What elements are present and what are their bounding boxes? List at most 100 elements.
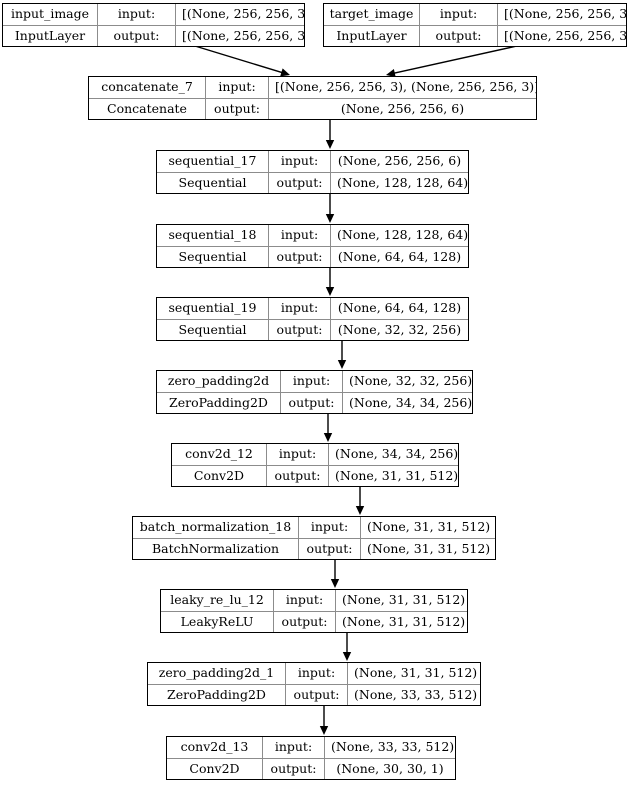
layer-class: Sequential (157, 172, 269, 193)
layer-class: ZeroPadding2D (157, 392, 281, 413)
input-label: input: (274, 590, 336, 611)
input-label: input: (269, 298, 331, 319)
output-label: output: (269, 319, 331, 340)
input-label: input: (267, 444, 329, 465)
edge-input_image-to-concatenate_7 (194, 45, 290, 77)
output-shape: (None, 128, 128, 64) (337, 174, 469, 190)
input-shape: (None, 128, 128, 64) (337, 227, 469, 242)
edge-sequential_18-to-sequential_19 (325, 268, 335, 296)
output-shape: (None, 31, 31, 512) (342, 613, 466, 629)
output-label: output: (286, 684, 348, 705)
layer-name: zero_padding2d_1 (148, 663, 286, 684)
layer-class: Conv2D (167, 758, 263, 779)
output-label: output: (420, 25, 498, 46)
input-label: input: (263, 737, 325, 758)
input-label: input: (206, 77, 269, 98)
layer-class: Sequential (157, 319, 269, 340)
input-shape: (None, 31, 31, 512) (342, 592, 466, 607)
input-label: input: (269, 225, 331, 246)
input-shape: (None, 34, 34, 256) (335, 446, 459, 461)
output-shape: (None, 31, 31, 512) (367, 540, 491, 556)
input-shape: (None, 64, 64, 128) (337, 300, 462, 315)
output-shape: (None, 64, 64, 128) (337, 248, 462, 264)
output-shape: (None, 30, 30, 1) (336, 760, 444, 776)
input-shape: [(None, 256, 256, 3), (None, 256, 256, 3… (275, 79, 537, 94)
input-label: input: (269, 151, 331, 172)
layer-name: sequential_18 (157, 225, 269, 246)
layer-name: input_image (3, 4, 98, 25)
layer-name: batch_normalization_18 (133, 517, 299, 538)
output-label: output: (281, 392, 343, 413)
edge-conv2d_12-to-batch_normalization_18 (355, 487, 365, 515)
layer-name: target_image (324, 4, 420, 25)
output-label: output: (267, 465, 329, 486)
input-label: input: (98, 4, 176, 25)
layer-name: leaky_re_lu_12 (161, 590, 274, 611)
layer-name: zero_padding2d (157, 371, 281, 392)
output-shape: (None, 34, 34, 256) (349, 394, 473, 410)
input-label: input: (299, 517, 361, 538)
edge-zero_padding2d-to-conv2d_12 (323, 414, 333, 442)
edge-zero_padding2d_1-to-conv2d_13 (319, 706, 329, 735)
layer-class: LeakyReLU (161, 611, 274, 632)
input-label: input: (420, 4, 498, 25)
layer-name: conv2d_13 (167, 737, 263, 758)
output-shape: (None, 33, 33, 512) (354, 686, 478, 702)
layer-class: ZeroPadding2D (148, 684, 286, 705)
output-shape: (None, 31, 31, 512) (335, 467, 459, 483)
output-shape: [(None, 256, 256, 3)] (182, 27, 305, 43)
input-shape: (None, 32, 32, 256) (349, 373, 473, 388)
edge-batch_normalization_18-to-leaky_re_lu_12 (330, 560, 340, 588)
input-label: input: (286, 663, 348, 684)
output-shape: (None, 32, 32, 256) (337, 321, 462, 337)
input-shape: (None, 256, 256, 6) (337, 153, 462, 168)
layer-class: InputLayer (3, 25, 98, 46)
edge-sequential_19-to-zero_padding2d (337, 341, 347, 369)
output-label: output: (269, 172, 331, 193)
layer-class: Concatenate (89, 98, 206, 119)
output-label: output: (263, 758, 325, 779)
layer-name: conv2d_12 (172, 444, 267, 465)
input-shape: (None, 31, 31, 512) (367, 519, 491, 534)
input-shape: (None, 31, 31, 512) (354, 665, 478, 680)
layer-class: Conv2D (172, 465, 267, 486)
input-shape: [(None, 256, 256, 3)] (182, 6, 305, 21)
layer-class: BatchNormalization (133, 538, 299, 559)
layer-name: concatenate_7 (89, 77, 206, 98)
